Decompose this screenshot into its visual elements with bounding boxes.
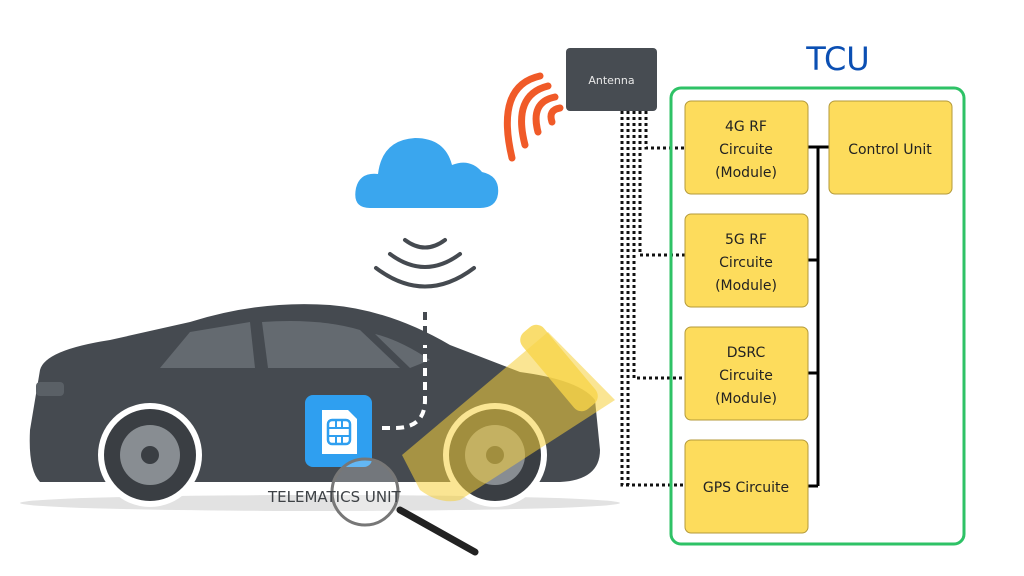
svg-text:Control Unit: Control Unit [848, 142, 932, 158]
wireless-signal-icon [374, 238, 476, 289]
svg-text:GPS Circuite: GPS Circuite [703, 480, 789, 496]
svg-text:Circuite: Circuite [719, 368, 773, 384]
svg-text:(Module): (Module) [715, 391, 777, 407]
svg-text:DSRC: DSRC [727, 345, 766, 361]
svg-text:5G RF: 5G RF [725, 232, 767, 248]
rear-wheel [98, 403, 202, 507]
svg-text:Circuite: Circuite [719, 142, 773, 158]
dashed-link [380, 312, 427, 430]
magnifier-icon [330, 457, 479, 556]
tcu-title: TCU [805, 40, 869, 78]
module-gps: GPS Circuite [684, 439, 809, 534]
antenna-box [566, 48, 657, 111]
svg-text:Circuite: Circuite [719, 255, 773, 271]
sim-card-icon [305, 395, 372, 467]
module-5g: 5G RF Circuite (Module) [684, 213, 809, 308]
module-4g: 4G RF Circuite (Module) [684, 100, 809, 195]
svg-text:(Module): (Module) [715, 278, 777, 294]
telematics-unit-label: TELEMATICS UNIT [267, 488, 401, 506]
cloud-icon [355, 138, 499, 208]
internal-bus [808, 145, 829, 488]
module-dsrc: DSRC Circuite (Module) [684, 326, 809, 421]
antenna-label: Antenna [588, 74, 634, 87]
control-unit: Control Unit [828, 100, 953, 195]
antenna-links [620, 111, 685, 487]
svg-text:(Module): (Module) [715, 165, 777, 181]
tcu-container [669, 86, 966, 546]
svg-text:4G RF: 4G RF [725, 119, 767, 135]
antenna-signal-icon [503, 72, 564, 162]
spotlight-beam [402, 324, 615, 502]
